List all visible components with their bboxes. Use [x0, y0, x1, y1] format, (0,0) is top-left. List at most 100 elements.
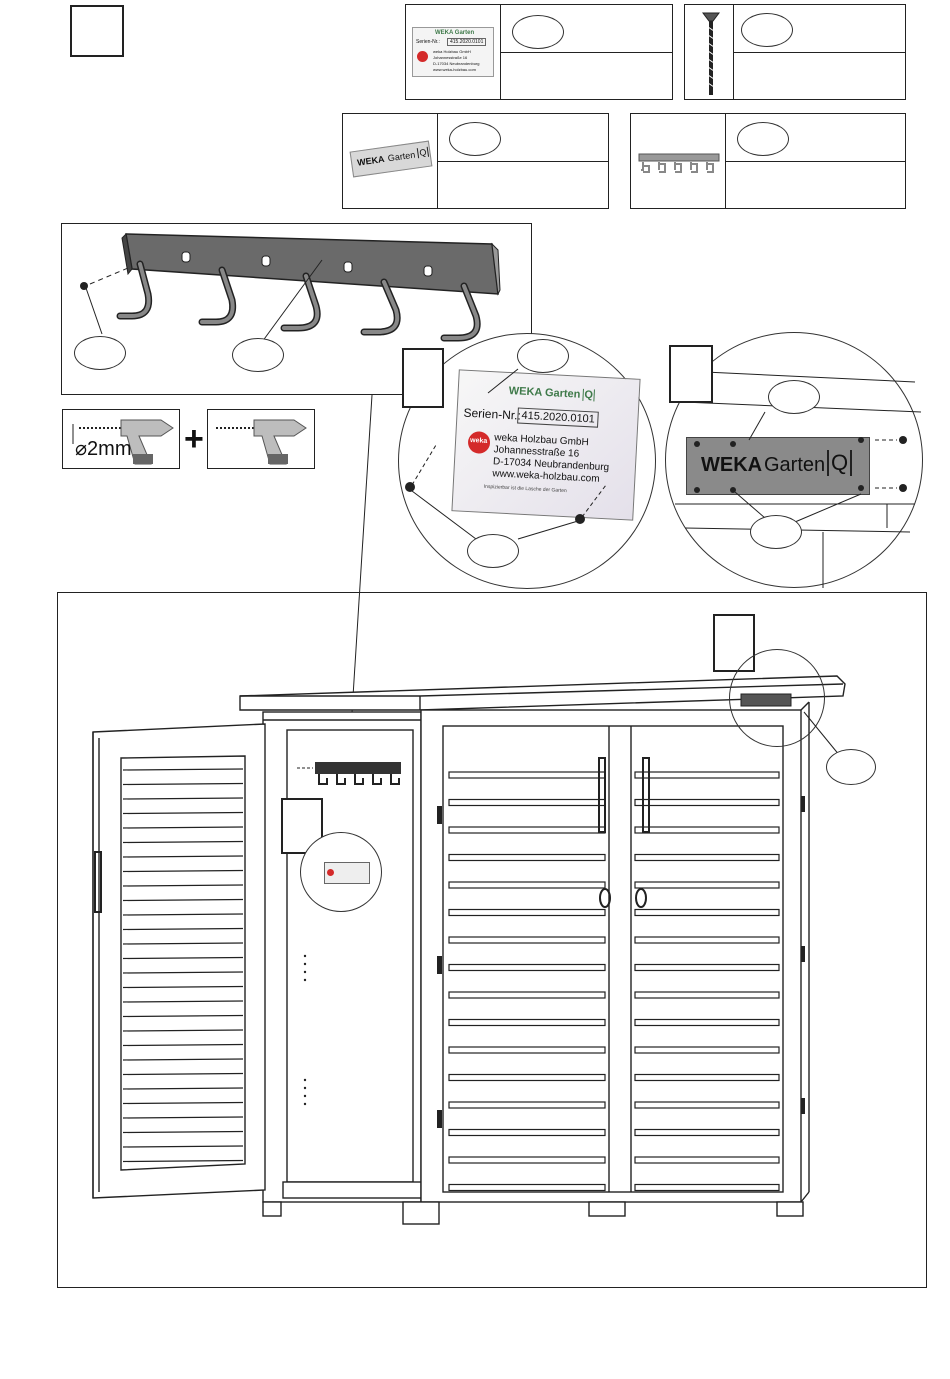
- louver-slat: [122, 898, 244, 902]
- louver-slat: [448, 963, 606, 972]
- quantity-ellipse: [737, 122, 789, 156]
- quantity-ellipse: [750, 515, 802, 549]
- detail-nameplate-light: Garten: [764, 454, 826, 476]
- louver-slat: [634, 826, 780, 834]
- louver-slat: [122, 782, 244, 786]
- louver-slat: [448, 1101, 606, 1109]
- louver-slat: [122, 985, 244, 989]
- louver-slat: [122, 1000, 244, 1003]
- louver-slat: [634, 936, 780, 944]
- detail-nameplate-q: Q: [827, 450, 853, 476]
- part-box-hook-rail: [630, 113, 906, 209]
- louver-slat: [448, 1128, 606, 1137]
- serial-plate-screws: [405, 368, 607, 540]
- louver-slat: [122, 1058, 244, 1061]
- louver-slat: [122, 1130, 244, 1134]
- weka-logo-icon: [327, 869, 334, 876]
- drill-box-pilot: ⌀2mm: [62, 409, 180, 469]
- serial-plate-thumb-brand: WEKA Garten: [435, 30, 475, 36]
- detail-label-box: [402, 348, 444, 408]
- louver-slat: [634, 1183, 780, 1192]
- louver-slat: [122, 927, 244, 931]
- louver-slat: [634, 1018, 780, 1027]
- nameplate-detail: WEKA Garten Q: [686, 437, 870, 495]
- hook-rail-icon: [638, 153, 720, 173]
- louver-slat: [122, 884, 244, 887]
- quantity-ellipse: [467, 534, 519, 568]
- quantity-ellipse: [517, 339, 569, 373]
- quantity-ellipse: [74, 336, 126, 370]
- step-number-box: [70, 5, 124, 57]
- louver-slat: [634, 991, 780, 999]
- hook-rail-detail-box: [61, 223, 532, 395]
- drill-diameter-value: 2mm: [87, 438, 132, 460]
- louver-slat: [448, 936, 606, 944]
- louver-slat: [448, 1073, 606, 1082]
- louver-slat: [448, 1018, 606, 1027]
- louver-slat: [122, 855, 244, 858]
- drill-icon: [72, 419, 174, 465]
- louver-slat: [448, 881, 606, 889]
- louver-slat: [634, 1073, 780, 1082]
- louver-slat: [122, 768, 244, 771]
- drill-box-screw: [207, 409, 315, 469]
- louver-slat: [634, 771, 780, 779]
- louver-slat: [448, 1046, 606, 1054]
- screw-icon: [702, 12, 720, 95]
- cabinet-drawing: [92, 675, 846, 1225]
- plus-sign: +: [184, 420, 204, 458]
- quantity-ellipse: [512, 15, 564, 49]
- louver-slat: [122, 942, 244, 945]
- part-box-nameplate: WEKA Garten Q: [342, 113, 609, 209]
- screwdriver-drill-icon: [216, 419, 307, 465]
- louver-slat: [122, 1116, 244, 1119]
- part-box-serial-plate: WEKA Garten Serien-Nr.: 415.2020.0101 we…: [405, 4, 673, 100]
- louver-slat: [634, 881, 780, 889]
- louver-slat: [122, 826, 244, 829]
- louver-slat: [122, 869, 244, 873]
- quantity-ellipse: [768, 380, 820, 414]
- louver-slat: [634, 963, 780, 972]
- serial-plate-thumb-company: weka Holzbau GmbH: [433, 49, 471, 54]
- nameplate-screws: [694, 411, 907, 523]
- louver-slat: [122, 956, 244, 960]
- louver-slat: [122, 840, 244, 844]
- serial-plate-thumb-label: Serien-Nr.:: [416, 39, 440, 45]
- hook-rail-drawing: [80, 232, 501, 343]
- louver-slat: [122, 1087, 244, 1090]
- serial-plate-thumb-value: 415.2020.0101: [447, 38, 487, 46]
- serial-plate-thumb-street: Johannesstraße 16: [433, 55, 468, 60]
- quantity-ellipse: [449, 122, 501, 156]
- serial-plate-location-mini: [324, 862, 370, 884]
- drill-diameter-label: ⌀2mm: [75, 438, 132, 460]
- louver-slat: [448, 853, 606, 862]
- louver-slat: [448, 1156, 606, 1164]
- louver-slat: [122, 1101, 244, 1105]
- louver-slat: [634, 1046, 780, 1054]
- louver-slat: [122, 1043, 244, 1047]
- louver-slat: [448, 1183, 606, 1192]
- louver-slat: [122, 1145, 244, 1148]
- louver-slat: [122, 1159, 244, 1163]
- louver-slat: [634, 1156, 780, 1164]
- louver-slat: [122, 811, 244, 815]
- detail-label-box: [669, 345, 713, 403]
- weka-logo-icon: [417, 51, 428, 62]
- louver-slat: [448, 991, 606, 999]
- quantity-ellipse: [232, 338, 284, 372]
- louver-slat: [122, 797, 244, 800]
- quantity-ellipse: [741, 13, 793, 47]
- louver-slat: [448, 908, 606, 917]
- serial-plate-thumb-url: www.weka-holzbau.com: [433, 67, 476, 72]
- louver-slat: [634, 1101, 780, 1109]
- louver-slat: [122, 1029, 244, 1032]
- louver-slat: [634, 1128, 780, 1137]
- louver-slat: [634, 798, 780, 807]
- louver-slat: [122, 913, 244, 916]
- quantity-ellipse: [826, 749, 876, 785]
- louver-slat: [634, 908, 780, 917]
- louver-slat: [122, 1072, 244, 1076]
- serial-plate-thumbnail: WEKA Garten Serien-Nr.: 415.2020.0101 we…: [412, 27, 494, 77]
- detail-nameplate-bold: WEKA: [701, 454, 763, 476]
